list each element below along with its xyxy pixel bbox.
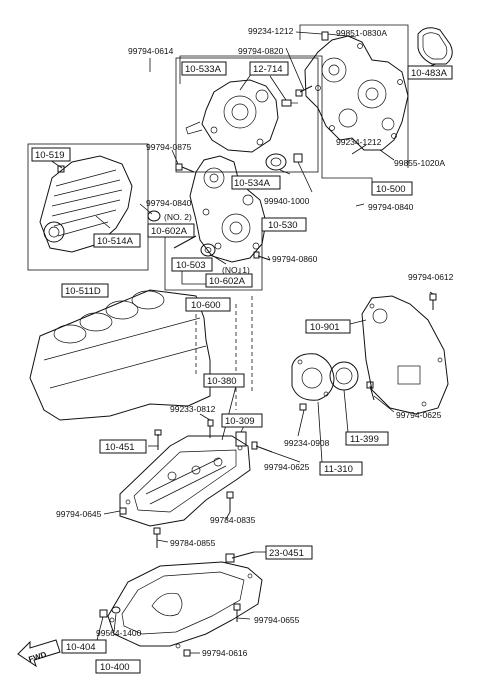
end-plate-10-901 xyxy=(361,295,449,415)
bolt-99234-0908 xyxy=(299,403,307,411)
label-99851-0830A: 99851-0830A xyxy=(336,28,387,38)
label-10-602A-bot: 10-602A xyxy=(209,276,246,287)
rear-timing-cover xyxy=(304,35,409,151)
label-99234-1212-top: 99234-1212 xyxy=(248,26,294,36)
label-99564-1400: 99564-1400 xyxy=(96,628,142,638)
label-10-511D: 10-511D xyxy=(65,286,101,297)
label-99234-0908: 99234-0908 xyxy=(284,438,330,448)
part-labels: 99234-1212 99851-0830A 99794-0614 99794-… xyxy=(56,26,454,658)
bolt-99794-0860 xyxy=(253,251,271,261)
label-99234-1212-mid: 99234-1212 xyxy=(336,137,382,147)
label-99794-0614: 99794-0614 xyxy=(128,46,174,56)
label-99233-0812: 99233-0812 xyxy=(170,404,216,414)
label-10-602A-top: 10-602A xyxy=(151,226,188,237)
bolt-99233-0812 xyxy=(207,419,214,438)
front-timing-cover xyxy=(189,155,267,263)
label-99794-0645: 99794-0645 xyxy=(56,509,102,519)
bolt-99794-0655 xyxy=(233,603,241,622)
rear-oil-seal-housing xyxy=(291,353,335,401)
label-no1: (NO. 1) xyxy=(222,265,250,275)
bolt-99794-0875 xyxy=(175,163,195,173)
label-99794-0625-right: 99794-0625 xyxy=(396,410,442,420)
label-99794-0625-mid: 99794-0625 xyxy=(264,462,310,472)
label-10-534A: 10-534A xyxy=(234,178,271,189)
label-11-310: 11-310 xyxy=(324,464,353,475)
seal-no2 xyxy=(147,210,161,222)
label-99794-0655: 99794-0655 xyxy=(254,615,300,625)
label-10-600: 10-600 xyxy=(191,300,221,311)
bolt-99794-0645 xyxy=(119,507,127,515)
label-10-500: 10-500 xyxy=(376,184,406,195)
oil-pan-upper xyxy=(119,435,251,527)
label-12-714: 12-714 xyxy=(253,64,283,75)
bolt-99794-0612 xyxy=(429,293,437,310)
label-99794-0820: 99794-0820 xyxy=(238,46,284,56)
bolt-99794-0625-mid xyxy=(251,441,273,453)
label-10-901: 10-901 xyxy=(310,322,340,333)
label-99794-0860: 99794-0860 xyxy=(272,254,318,264)
label-99940-1000: 99940-1000 xyxy=(264,196,310,206)
label-10-400: 10-400 xyxy=(100,662,130,673)
label-99855-1020A: 99855-1020A xyxy=(394,158,445,168)
label-10-404: 10-404 xyxy=(66,642,96,653)
label-10-533A: 10-533A xyxy=(185,64,222,75)
bolt-99794-0820 xyxy=(295,85,313,97)
label-99794-0612: 99794-0612 xyxy=(408,272,454,282)
label-11-399: 11-399 xyxy=(350,434,379,445)
front-engine-cover xyxy=(39,155,133,253)
oil-pump-body xyxy=(185,79,279,153)
plug-99940-1000 xyxy=(293,153,303,163)
label-10-380: 10-380 xyxy=(207,376,237,387)
label-10-483A: 10-483A xyxy=(411,68,448,79)
label-99784-0835: 99784-0835 xyxy=(210,515,256,525)
boxed-part-labels: 10-533A 12-714 10-483A 10-519 10-534A 10… xyxy=(31,61,453,674)
label-10-451: 10-451 xyxy=(105,442,135,453)
rod-no1 xyxy=(173,235,197,249)
seal-10-503 xyxy=(200,243,216,257)
label-99794-0875: 99794-0875 xyxy=(146,142,192,152)
label-10-503: 10-503 xyxy=(176,260,206,271)
oil-seal-10-534A xyxy=(265,153,287,171)
drain-plug-10-404 xyxy=(99,609,108,618)
label-10-514A: 10-514A xyxy=(97,236,134,247)
bolt-99784-0835 xyxy=(226,491,234,512)
label-99794-0616: 99794-0616 xyxy=(202,648,248,658)
bolt-99794-0616 xyxy=(183,649,191,657)
leader-lines xyxy=(49,31,437,654)
stud-10-451 xyxy=(154,429,162,450)
label-99784-0855: 99784-0855 xyxy=(170,538,216,548)
label-99794-0840-right: 99794-0840 xyxy=(368,202,414,212)
forward-arrow: FWD xyxy=(17,639,61,668)
oil-level-sensor xyxy=(225,551,255,563)
bolt-99784-0855 xyxy=(153,527,161,548)
label-10-530: 10-530 xyxy=(268,220,298,231)
oil-pan xyxy=(107,561,263,649)
label-10-519: 10-519 xyxy=(35,150,65,161)
label-99794-0840-left: 99794-0840 xyxy=(146,198,192,208)
gasket-10-483A xyxy=(417,27,453,65)
gasket-99564-1400 xyxy=(111,606,121,614)
label-23-0451: 23-0451 xyxy=(269,548,304,559)
bolt-12-714 xyxy=(281,99,298,107)
label-10-309: 10-309 xyxy=(225,416,255,427)
bolt-99234-1212-top xyxy=(321,31,329,41)
label-no2: (NO. 2) xyxy=(164,212,192,222)
